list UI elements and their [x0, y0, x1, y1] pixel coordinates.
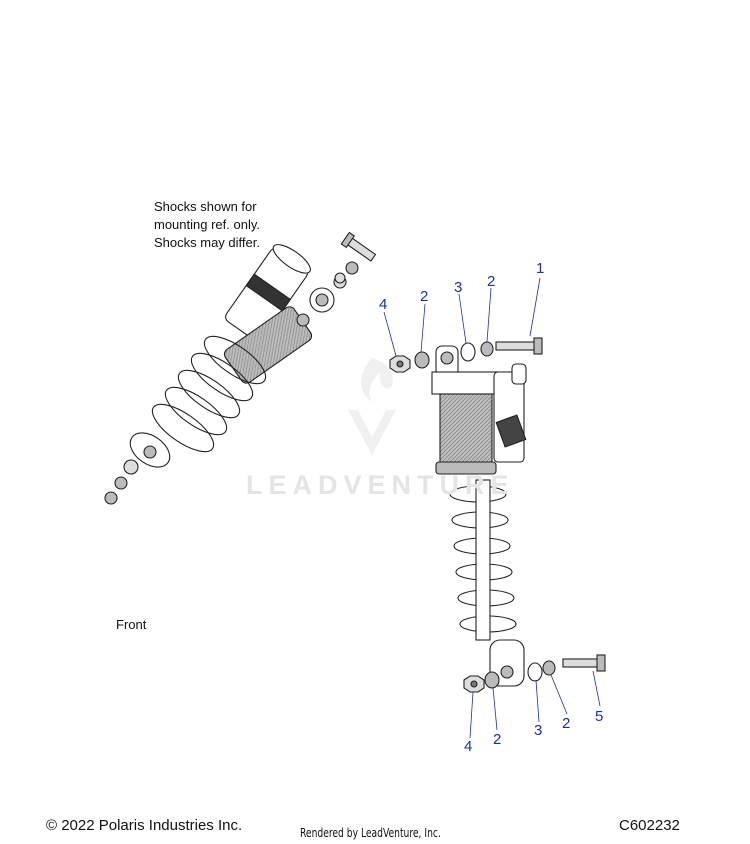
- leader-lines: [383, 277, 601, 739]
- callout-2-upper-right[interactable]: 2: [487, 273, 496, 290]
- callout-2-upper-left[interactable]: 2: [420, 288, 429, 305]
- callout-2-lower-right[interactable]: 2: [562, 715, 571, 732]
- callout-3-upper[interactable]: 3: [454, 279, 463, 296]
- upper-hardware: [389, 337, 543, 373]
- callout-2-lower-left[interactable]: 2: [493, 731, 502, 748]
- note-line-2: mounting ref. only.: [154, 217, 260, 232]
- callout-3-lower[interactable]: 3: [534, 722, 543, 739]
- front-label: Front: [116, 617, 147, 632]
- note-line-1: Shocks shown for: [154, 199, 257, 214]
- diagram-code: C602232: [619, 817, 680, 834]
- copyright: © 2022 Polaris Industries Inc.: [46, 817, 243, 834]
- rendered-by: Rendered by LeadVenture, Inc.: [300, 826, 441, 840]
- callout-5[interactable]: 5: [595, 708, 604, 725]
- right-shock-assembly: [389, 337, 606, 693]
- callout-4-lower[interactable]: 4: [464, 738, 473, 755]
- callout-1[interactable]: 1: [536, 260, 545, 277]
- watermark-logo: [348, 358, 396, 455]
- shock-note: Shocks shown for mounting ref. only. Sho…: [154, 198, 260, 252]
- left-shock-assembly: [104, 231, 377, 505]
- callout-4-upper[interactable]: 4: [379, 296, 388, 313]
- watermark-text: LEADVENTURE: [246, 470, 515, 500]
- note-line-3: Shocks may differ.: [154, 235, 260, 250]
- lower-hardware: [463, 654, 606, 693]
